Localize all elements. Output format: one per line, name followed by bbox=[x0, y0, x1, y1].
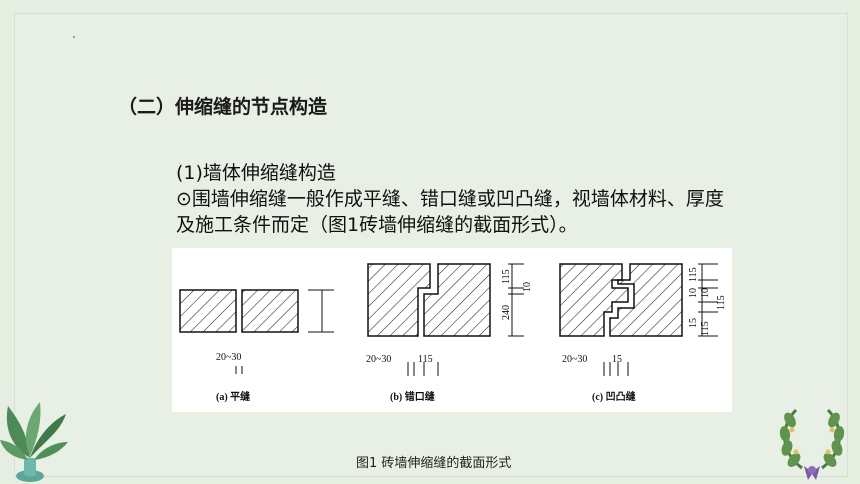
joint-diagram: 20~30 (a) 平缝 115 10 240 20~30 115 (b) 错口… bbox=[179, 263, 727, 403]
panel-b-dim-v-top: 115 bbox=[501, 269, 512, 284]
panel-b-dim-v-mid: 10 bbox=[522, 282, 533, 292]
section-heading: （二）伸缩缝的节点构造 bbox=[118, 96, 328, 118]
wall-a-left bbox=[179, 289, 237, 333]
panel-c-dim-v1: 115 bbox=[688, 267, 699, 282]
panel-c-dim-offset: 15 bbox=[612, 354, 622, 365]
panel-b-dim-joint: 20~30 bbox=[366, 354, 391, 365]
subheading: (1)墙体伸缩缝构造 bbox=[176, 162, 336, 184]
wall-a-right bbox=[241, 289, 299, 333]
laurel-wreath-icon bbox=[779, 408, 845, 480]
panel-c-dim-v6: 115 bbox=[700, 321, 711, 336]
panel-c-label: (c) 凹凸缝 bbox=[592, 390, 636, 403]
panel-c-dim-v3: 10 bbox=[700, 288, 711, 298]
panel-a-label: (a) 平缝 bbox=[216, 390, 250, 403]
wall-b-left bbox=[367, 263, 431, 337]
panel-c-dim-v4: 115 bbox=[716, 295, 727, 310]
panel-b-label: (b) 错口缝 bbox=[390, 390, 435, 403]
body-line-1: ⊙围墙伸缩缝一般作成平缝、错口缝或凹凸缝，视墙体材料、厚度 bbox=[176, 188, 724, 210]
wall-c-right bbox=[609, 263, 683, 337]
body-text: (1)墙体伸缩缝构造 ⊙围墙伸缩缝一般作成平缝、错口缝或凹凸缝，视墙体材料、厚度… bbox=[176, 160, 816, 238]
green-leaf-plant-icon bbox=[0, 402, 68, 482]
panel-b-dim-offset: 115 bbox=[418, 354, 433, 365]
panel-c-dim-v2: 10 bbox=[688, 288, 699, 298]
panel-c-dim-v5: 15 bbox=[688, 318, 699, 328]
expansion-joint-figure: 20~30 (a) 平缝 115 10 240 20~30 115 (b) 错口… bbox=[172, 248, 732, 412]
body-line-2: 及施工条件而定（图1砖墙伸缩缝的截面形式）。 bbox=[176, 214, 578, 236]
wall-b-right bbox=[423, 263, 491, 337]
decorative-dot bbox=[73, 36, 75, 38]
panel-b-dim-v-total: 240 bbox=[501, 305, 512, 320]
panel-c-dim-joint: 20~30 bbox=[562, 354, 587, 365]
figure-caption: 图1 砖墙伸缩缝的截面形式 bbox=[356, 456, 512, 471]
panel-a-dim: 20~30 bbox=[216, 352, 241, 363]
